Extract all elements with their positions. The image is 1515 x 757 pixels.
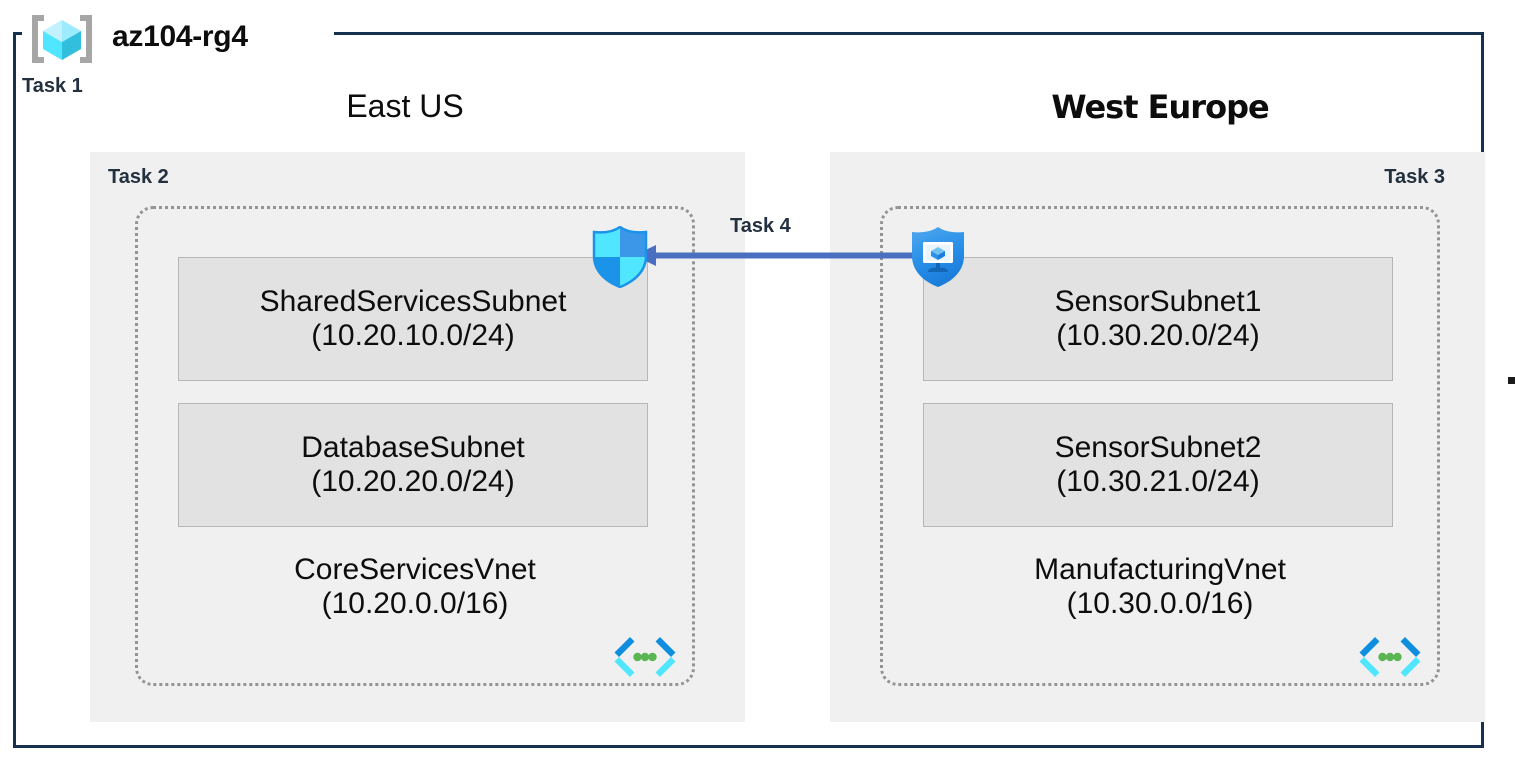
subnet-shared-services: SharedServicesSubnet (10.20.10.0/24) [178,257,648,381]
vnet-icon [1355,635,1425,679]
vnet-caption: ManufacturingVnet (10.30.0.0/16) [883,553,1437,620]
vnet-cidr: (10.20.0.0/16) [321,586,509,620]
region-title-west-europe: West Europe [1051,88,1269,126]
vnet-name: ManufacturingVnet [1034,553,1286,586]
vnet-name: CoreServicesVnet [294,553,536,586]
vm-shield-icon [910,226,966,288]
task-2-label: Task 2 [108,166,169,188]
vnet-peering-arrow [630,236,930,276]
resource-group-title: az104-rg4 [112,20,248,53]
subnet-cidr: (10.30.20.0/24) [1056,319,1260,352]
network-security-group-shield-icon [591,225,649,289]
subnet-name: SensorSubnet1 [1054,284,1262,318]
resource-group-title-gap [22,22,334,44]
subnet-database: DatabaseSubnet (10.20.20.0/24) [178,403,648,527]
edge-mark [1508,377,1515,384]
vnet-caption: CoreServicesVnet (10.20.0.0/16) [138,553,692,620]
vnet-manufacturing: SensorSubnet1 (10.30.20.0/24) SensorSubn… [880,206,1440,686]
vnet-cidr: (10.30.0.0/16) [1066,586,1254,620]
subnet-cidr: (10.20.10.0/24) [311,319,515,352]
region-title-east-us: East US [346,88,464,124]
resource-group-cube-icon [26,12,98,66]
task-3-label: Task 3 [1384,166,1445,188]
subnet-cidr: (10.20.20.0/24) [311,465,515,498]
subnet-sensor-2: SensorSubnet2 (10.30.21.0/24) [923,403,1393,527]
vnet-icon [610,635,680,679]
subnet-name: DatabaseSubnet [301,430,525,464]
subnet-name: SensorSubnet2 [1054,430,1262,464]
task-1-label: Task 1 [22,75,83,97]
subnet-sensor-1: SensorSubnet1 (10.30.20.0/24) [923,257,1393,381]
vnet-core-services: SharedServicesSubnet (10.20.10.0/24) Dat… [135,206,695,686]
subnet-cidr: (10.30.21.0/24) [1056,465,1260,498]
subnet-name: SharedServicesSubnet [259,284,567,318]
task-4-label: Task 4 [730,215,791,237]
